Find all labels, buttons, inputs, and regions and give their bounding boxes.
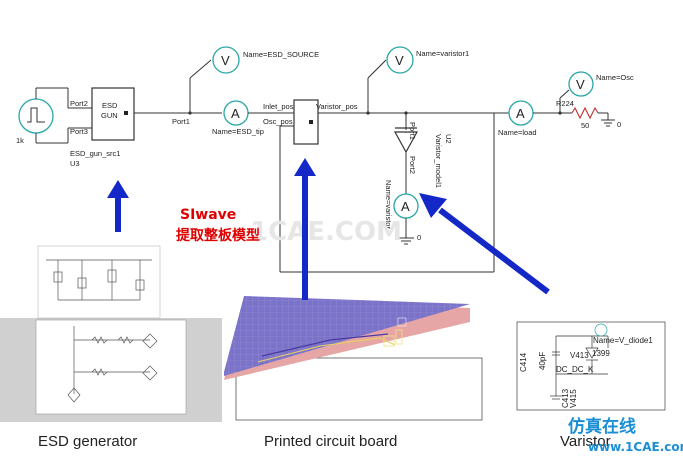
pcb-osc-label: Osc_pos: [263, 117, 293, 126]
osc-voltmeter: V Name=Osc: [559, 71, 634, 99]
varistor-model-label: Varistor_model1: [434, 134, 443, 188]
varistor-diode: Port1 Port2 U2 Varistor_model1: [393, 111, 453, 188]
gun-label-line1: ESD: [102, 101, 118, 110]
voltmeter-symbol: V: [221, 53, 230, 68]
pcb-inlet-label: Inlet_pos: [263, 102, 294, 111]
pcb-block: Inlet_pos Osc_pos Varistor_pos: [263, 99, 495, 273]
gun-ref2-label: U3: [70, 159, 80, 168]
arrow-pcb-up: [294, 158, 316, 300]
ammeter-symbol: A: [401, 199, 410, 214]
top-schematic: 1k ESD GUN Port2 Port3 ESD_gun_src1 U3 P…: [16, 46, 634, 273]
gun-port2-label: Port2: [70, 99, 88, 108]
varistor-meter-name: Name=varistor1: [416, 49, 469, 58]
load-ammeter: A Name=load: [498, 98, 562, 137]
source-value-label: 1k: [16, 136, 24, 145]
voltmeter-symbol: V: [576, 77, 585, 92]
voltmeter-symbol: V: [395, 53, 404, 68]
resistor-value-label: 50: [581, 121, 589, 130]
inset-label-b: C413: [561, 388, 570, 408]
inset-diode-ref: V413: [570, 351, 589, 360]
inset-cap-ref: C414: [519, 352, 528, 372]
ammeter-symbol: A: [516, 106, 525, 121]
ground-zero-label: 0: [417, 233, 421, 242]
ammeter-symbol: A: [231, 106, 240, 121]
pulse-source: 1k: [16, 87, 92, 145]
siwave-subtitle: 提取整板模型: [176, 227, 260, 244]
inset-dc-label: DC_DC_K: [556, 365, 594, 374]
varistor-current-name: Name=varistor: [384, 180, 393, 229]
arrows: [107, 158, 550, 300]
inset-diode2-ref: V415: [569, 389, 578, 408]
varistor-port2-label: Port2: [408, 156, 417, 174]
gun-label-line2: GUN: [101, 111, 118, 120]
inset-diode-val: 1399: [592, 349, 610, 358]
tip-ammeter: A Name=ESD_tip: [212, 100, 294, 136]
gun-port3-label: Port3: [70, 127, 88, 136]
caption-pcb: Printed circuit board: [264, 433, 397, 450]
faint-watermark: 1CAE.COM: [250, 217, 402, 247]
ground-zero2-label: 0: [617, 120, 621, 129]
caption-varistor: Varistor: [560, 433, 611, 450]
arrow-varistor-diagonal: [419, 193, 550, 295]
gun-ref-label: ESD_gun_src1: [70, 149, 120, 158]
load-resistor: R224 50 0: [556, 99, 621, 130]
pcb-varistor-label: Varistor_pos: [316, 102, 358, 111]
osc-meter-name: Name=Osc: [596, 73, 634, 82]
inset-name-label: Name=V_diode1: [593, 336, 653, 345]
watermark-url: www.1CAE.com: [588, 440, 683, 454]
source-voltmeter: V Name=ESD_SOURCE: [189, 46, 319, 79]
caption-esd-generator: ESD generator: [38, 433, 137, 450]
varistor-voltmeter: V Name=varistor1: [367, 46, 469, 79]
gun-port1-label: Port1: [172, 117, 190, 126]
pcb-panel: [222, 296, 497, 422]
varistor-inset-panel: Name=V_diode1 C414 40pF V413 1399 DC_DC_…: [516, 321, 666, 411]
siwave-title: SIwave: [180, 207, 236, 223]
resistor-ref-label: R224: [556, 99, 574, 108]
inset-cap-val: 40pF: [538, 352, 547, 370]
arrow-esd-up: [107, 180, 129, 232]
watermark-chinese: 仿真在线: [568, 416, 636, 437]
varistor-port1-label: Port1: [408, 122, 417, 140]
source-meter-name: Name=ESD_SOURCE: [243, 50, 319, 59]
esd-generator-panel: [35, 245, 187, 415]
varistor-ammeter: A Name=varistor 0: [384, 168, 421, 245]
load-meter-name: Name=load: [498, 128, 537, 137]
esd-gun-block: ESD GUN Port2 Port3 ESD_gun_src1 U3: [70, 87, 135, 168]
tip-meter-name: Name=ESD_tip: [212, 127, 264, 136]
varistor-ref-label: U2: [444, 134, 453, 144]
